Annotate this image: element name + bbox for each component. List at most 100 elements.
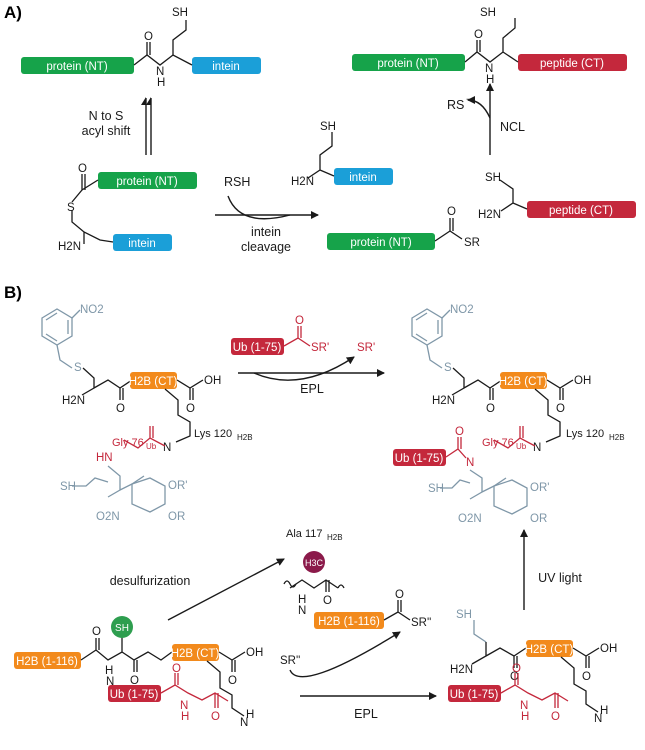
o-ub-b4: O	[512, 663, 521, 675]
intein-box-2	[113, 234, 172, 251]
n-to-s-text: N to S	[89, 109, 124, 123]
rsh-text: RSH	[224, 175, 250, 189]
intein-box-3	[334, 168, 393, 185]
atom-sh-3: SH	[320, 121, 336, 133]
intein-label: intein	[212, 61, 240, 73]
peptide-ct-label: peptide (CT)	[549, 205, 613, 217]
acyl-shift-text: acyl shift	[82, 124, 131, 138]
equilibrium-arrows: N to S acyl shift	[82, 97, 152, 155]
gly76-b2: Gly 76	[482, 437, 514, 449]
methyl-ball	[303, 551, 325, 573]
ub-box-b2	[393, 449, 446, 466]
h2b-ct-label-b4: H2B (CT)	[525, 644, 574, 656]
atom-o-4: O	[447, 206, 456, 218]
h2b-1-116-box-b3	[14, 652, 81, 669]
atom-h-6: H	[486, 74, 494, 86]
ub-label-b2: Ub (1-75)	[395, 453, 444, 465]
o-ub1: O	[295, 315, 304, 327]
ub-label-b4: Ub (1-75)	[450, 689, 499, 701]
o-ub-b2: O	[455, 426, 464, 438]
oh-b4: OH	[600, 643, 617, 655]
uv-light-text: UV light	[538, 571, 582, 585]
cleavage-text: cleavage	[241, 240, 291, 254]
intein-label-3: intein	[349, 172, 377, 184]
h2b-1-116-label-epl: H2B (1-116)	[318, 616, 380, 628]
s-b2: S	[444, 362, 452, 374]
atom-n-6: N	[485, 63, 493, 75]
gly76-b1: Gly 76	[112, 437, 144, 449]
h-ub-b3: H	[181, 711, 189, 723]
h2b-1-116-label-b3: H2B (1-116)	[16, 656, 78, 668]
lys120-b2: Lys 120	[566, 428, 604, 440]
protein-nt-box-6	[352, 54, 465, 71]
epl-text-1: EPL	[300, 382, 324, 396]
h2b-ct-label-b3: H2B (CT)	[171, 648, 220, 660]
h2b-ct-box-b2	[500, 372, 547, 389]
o2-b1: O	[186, 403, 195, 415]
o-b2: O	[486, 403, 495, 415]
h-ala: H	[298, 594, 306, 606]
n-b2: N	[466, 457, 474, 469]
atom-h: H	[157, 77, 165, 89]
o2-b4: O	[582, 671, 591, 683]
h2n-b2: H2N	[432, 395, 455, 407]
protein-nt-label-6: protein (NT)	[377, 58, 439, 70]
h3c-label: H3C	[305, 558, 324, 568]
a-ligation-product: protein (NT) peptide (CT) O N H SH	[352, 7, 627, 86]
peptide-ct-box-6	[518, 54, 627, 71]
or-b2: OR	[530, 513, 547, 525]
ala117-sub: H2B	[327, 533, 343, 542]
orp-b2: OR'	[530, 482, 549, 494]
sh-b1: SH	[60, 481, 76, 493]
o2-ub-b4: O	[551, 711, 560, 723]
atom-h2n-5: H2N	[478, 209, 501, 221]
ala117-text: Ala 117	[286, 528, 323, 540]
thioester-product: protein (NT) O SR	[327, 206, 480, 250]
peptide-ct-label-6: peptide (CT)	[540, 58, 604, 70]
o-b1: O	[116, 403, 125, 415]
srdp-thioester: SR''	[411, 617, 431, 629]
lys120-sub-b2: H2B	[609, 433, 625, 442]
atom-sr: SR	[464, 237, 480, 249]
nh-b3: N	[240, 717, 248, 729]
srp-released: SR'	[357, 342, 375, 354]
intein-text: intein	[251, 225, 281, 239]
protein-nt-box-2	[98, 172, 197, 189]
o2-ub-b3: O	[211, 711, 220, 723]
h2n-b1: H2N	[62, 395, 85, 407]
h2b-ct-label-b1: H2B (CT)	[129, 376, 178, 388]
n-ub-b3: N	[180, 700, 188, 712]
released-intein: intein SH H2N	[291, 121, 393, 188]
n-ala: N	[298, 605, 306, 617]
sh-b2: SH	[428, 483, 444, 495]
protein-nt-label: protein (NT)	[46, 61, 108, 73]
lys120-sub-b1: H2B	[237, 433, 253, 442]
intein-label-2: intein	[128, 238, 156, 250]
oh-b1: OH	[204, 375, 221, 387]
uv-light-step: UV light	[520, 529, 582, 610]
sh-ball	[111, 616, 133, 638]
protein-nt-box	[21, 57, 134, 74]
h2n-b4: H2N	[450, 664, 473, 676]
b-ub-h2b-cys: SH H2N O H2B (CT) OH O N H Ub (1-75) O N…	[448, 609, 617, 725]
no2-label: NO2	[80, 304, 104, 316]
atom-sh: SH	[172, 7, 188, 19]
atom-h2n: H2N	[58, 241, 81, 253]
intein-box	[192, 57, 261, 74]
b-desulf-precursor: H2B (1-116) SH O H N O H2B (CT) OH O N H…	[14, 616, 263, 729]
section-b-label: B)	[4, 283, 22, 302]
a-fused-protein-intein: protein (NT) intein O N H SH	[21, 7, 261, 89]
no2-b2: NO2	[450, 304, 474, 316]
o2n-b2: O2N	[458, 513, 482, 525]
atom-sh-6: SH	[480, 7, 496, 19]
o-b3: O	[92, 626, 101, 638]
oh-b2: OH	[574, 375, 591, 387]
oh-b3: OH	[246, 647, 263, 659]
o2-b2: O	[556, 403, 565, 415]
b-caged-ub-h2b: NO2 S H2N O H2B (CT) OH O Lys 120 H2B N …	[393, 304, 625, 525]
peptide-ct-cys: peptide (CT) SH H2N	[478, 172, 636, 221]
n-ub-b4: N	[520, 700, 528, 712]
or-b1: OR	[168, 511, 185, 523]
o2-b3: O	[130, 675, 139, 687]
